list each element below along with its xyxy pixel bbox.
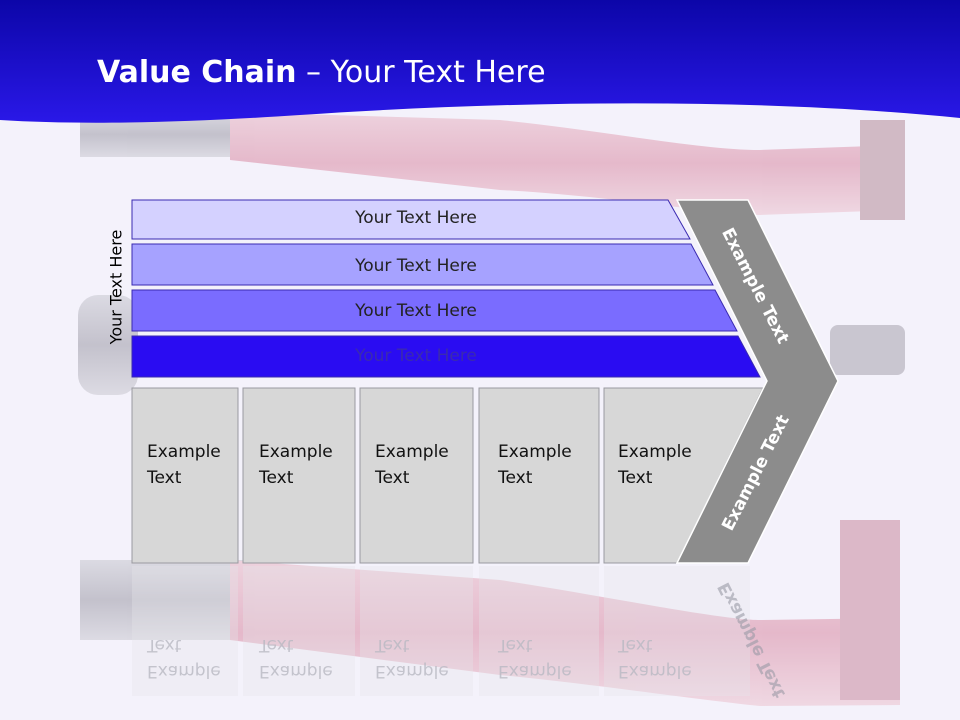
column-label-2: Example Text	[259, 442, 333, 488]
column-reflection-1: Example Text	[147, 635, 221, 681]
column-label-1: Example Text	[147, 442, 221, 488]
column-label-3: Example Text	[375, 442, 449, 488]
bar-label-4: Your Text Here	[355, 346, 477, 366]
title-rest: – Your Text Here	[296, 55, 546, 90]
column-label-5: Example Text	[618, 442, 692, 488]
column-reflection-3: Example Text	[375, 635, 449, 681]
column-4	[478, 387, 600, 564]
reflection	[132, 566, 750, 696]
column-reflection-4: Example Text	[498, 635, 572, 681]
bar-label-2: Your Text Here	[355, 256, 477, 276]
slide-title: Value Chain – Your Text Here	[97, 55, 546, 90]
column-3	[359, 387, 474, 564]
bar-label-3: Your Text Here	[355, 301, 477, 321]
column-1	[131, 387, 239, 564]
column-reflection-5: Example Text	[618, 635, 692, 681]
chevron-arrow	[675, 199, 839, 564]
bar-4	[131, 335, 761, 378]
bar-2	[131, 243, 714, 286]
column-label-4: Example Text	[498, 442, 572, 488]
column-2	[242, 387, 356, 564]
side-label: Your Text Here	[106, 229, 126, 345]
column-group	[131, 387, 764, 564]
bar-3	[131, 289, 738, 332]
column-reflection-2: Example Text	[259, 635, 333, 681]
header-band	[0, 0, 960, 123]
title-bold: Value Chain	[97, 55, 297, 90]
bar-label-1: Your Text Here	[355, 208, 477, 228]
bottle-photo	[78, 112, 905, 706]
bar-1	[131, 199, 691, 240]
bar-group	[131, 199, 761, 378]
